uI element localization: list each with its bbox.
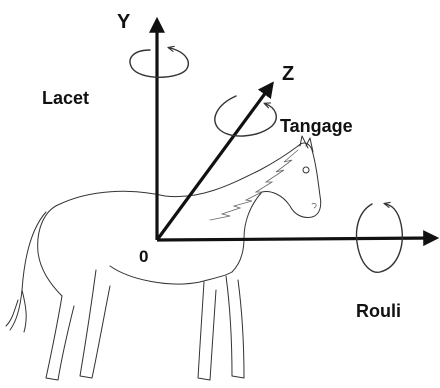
labels: Y Z 0 Lacet Tangage Rouli [42, 11, 401, 321]
x-axis [156, 230, 440, 247]
yaw-label: Lacet [42, 88, 89, 108]
horse-hind-legs [45, 269, 111, 381]
horse-eye [302, 166, 310, 174]
yaw-rotation-icon [129, 48, 189, 78]
roll-label: Rouli [356, 301, 401, 321]
origin-label: 0 [139, 247, 148, 266]
horse-front-legs [197, 275, 245, 381]
horse-ears [299, 135, 314, 153]
horse-rump [37, 203, 63, 297]
horse-back [59, 145, 299, 205]
y-axis-label: Y [117, 11, 131, 33]
horse-tail [5, 211, 47, 333]
horse-drawing [5, 135, 322, 381]
z-axis-label: Z [282, 63, 294, 85]
roll-rotation-icon [355, 204, 403, 273]
pitch-label: Tangage [280, 116, 353, 136]
axes [149, 16, 440, 247]
horse-mane [209, 149, 299, 221]
pitch-rotation-icon [214, 95, 277, 137]
horse-neck [231, 191, 263, 273]
z-axis [155, 81, 274, 241]
horse-nostril [311, 203, 317, 209]
rotation-arrows [129, 48, 403, 273]
horse-head [261, 142, 322, 218]
horse-belly [109, 265, 233, 285]
